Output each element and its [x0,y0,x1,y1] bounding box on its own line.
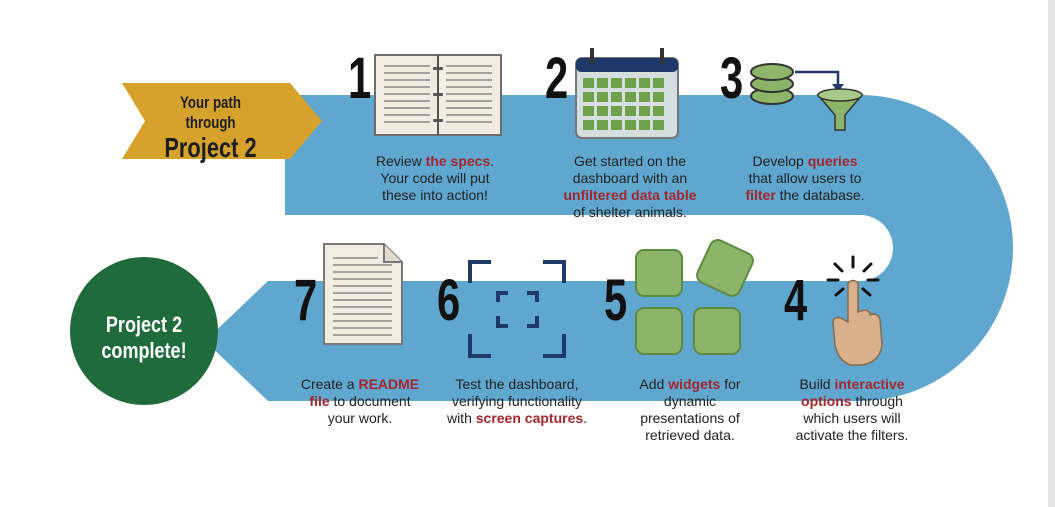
open-book-icon [374,54,502,136]
step-number-3: 3 [720,46,744,111]
database-filter-icon [750,63,864,131]
end-circle [70,257,218,405]
pointing-hand-icon [826,255,883,366]
page-edge [1048,0,1055,507]
step-number-1: 1 [348,46,372,111]
calendar-grid-icon [575,48,679,139]
start-label: Your path through Project 2 [154,93,267,163]
step-number-6: 6 [437,268,461,333]
step-caption-2: Get started on the dashboard with an unf… [563,153,697,220]
start-label-line1: Your path through [180,93,241,132]
path-arrowhead [205,281,268,401]
step-number-4: 4 [784,268,808,333]
start-badge [122,83,322,159]
step-number-7: 7 [294,268,318,333]
end-label: Project 2 complete! [87,312,202,364]
start-label-line2: Project 2 [164,132,257,163]
step-caption-5: Add widgets for dynamic presentations of… [639,376,741,443]
step-caption-4: Build interactive options through which … [795,376,909,443]
end-label-line2: complete! [101,338,187,363]
step-caption-3: Develop queries that allow users to filt… [745,153,865,203]
end-label-line1: Project 2 [105,312,183,337]
step-number-2: 2 [545,46,569,111]
step-caption-1: Review the specs. Your code will put the… [375,153,495,203]
document-icon [323,243,403,345]
step-number-5: 5 [604,268,628,333]
screen-capture-icon [468,260,566,358]
step-caption-7: Create a README file to document your wo… [300,376,420,426]
widgets-icon [635,239,754,355]
step-caption-6: Test the dashboard, verifying functional… [446,376,588,426]
path-band [268,95,1013,401]
